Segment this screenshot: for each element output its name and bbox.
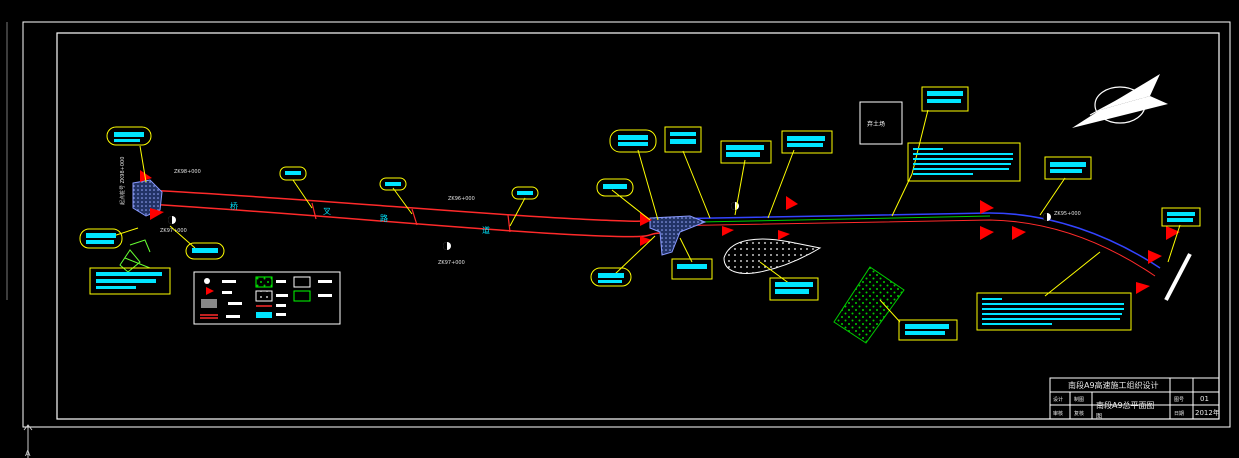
callout-label bbox=[89, 267, 171, 295]
leader-lines bbox=[109, 109, 1181, 323]
title-sheet-no: 01 bbox=[1200, 395, 1209, 403]
flag-icon bbox=[150, 208, 164, 220]
left-vertical-label: 起点桩号 ZK98+000 bbox=[119, 157, 126, 205]
station-label: ZK97+000 bbox=[160, 228, 187, 234]
callout-label bbox=[1044, 156, 1092, 180]
spoil-box-label: 弃土场 bbox=[867, 120, 885, 128]
green-structure bbox=[119, 239, 151, 273]
station-marker-icon bbox=[443, 242, 451, 250]
red-flags bbox=[140, 170, 1180, 294]
flag-icon bbox=[980, 226, 994, 240]
callout-label bbox=[279, 166, 307, 181]
box-callouts bbox=[89, 86, 1201, 341]
callout-label bbox=[769, 277, 819, 301]
road-mark-3: 路 bbox=[380, 213, 388, 223]
callout-label bbox=[79, 228, 123, 249]
callout-label bbox=[781, 130, 833, 154]
callout-label bbox=[664, 126, 702, 153]
flag-icon bbox=[1136, 282, 1150, 294]
junction-hatch bbox=[649, 215, 707, 256]
callout-label bbox=[106, 126, 152, 146]
blue-road bbox=[659, 212, 1161, 277]
title-cell-draw: 制图 bbox=[1074, 396, 1084, 403]
title-project: 南段A9高速施工组织设计 bbox=[1068, 380, 1159, 390]
callout-label bbox=[898, 319, 958, 341]
legend bbox=[193, 271, 341, 325]
flag-icon bbox=[640, 212, 652, 226]
flag-icon bbox=[1166, 226, 1180, 240]
station-label: ZK98+000 bbox=[174, 169, 201, 175]
svg-text:A: A bbox=[25, 449, 31, 458]
flag-icon bbox=[722, 226, 734, 236]
title-date-label: 日期 bbox=[1174, 411, 1184, 417]
note-block-upper bbox=[907, 142, 1021, 182]
station-marker-icon bbox=[168, 216, 176, 224]
flag-icon bbox=[140, 170, 152, 182]
station-markers bbox=[168, 202, 1051, 250]
callout-label bbox=[379, 177, 407, 191]
note-block-lower bbox=[976, 292, 1132, 331]
road-mark-2: 叉 bbox=[323, 207, 331, 216]
road-mark-4: 道 bbox=[482, 225, 490, 235]
north-arrow-icon bbox=[1072, 74, 1168, 128]
station-marker-icon bbox=[731, 202, 739, 210]
end-bar bbox=[1164, 253, 1192, 301]
flag-icon bbox=[640, 236, 652, 246]
station-label: ZK97+000 bbox=[438, 260, 465, 266]
flag-icon bbox=[1012, 226, 1026, 240]
callouts bbox=[79, 126, 657, 287]
start-area-hatch bbox=[132, 179, 163, 217]
callout-label bbox=[720, 140, 772, 164]
flag-icon bbox=[1148, 250, 1162, 264]
callout-label bbox=[511, 186, 539, 200]
title-drawing-tail: 图 bbox=[1096, 413, 1102, 420]
road-mark-1: 桥 bbox=[230, 201, 238, 211]
callout-label bbox=[921, 86, 969, 112]
title-year: 2012年 bbox=[1195, 408, 1220, 417]
callout-label bbox=[671, 258, 713, 280]
title-cell-check: 审核 bbox=[1053, 410, 1063, 417]
ucs-icon: A bbox=[23, 424, 33, 458]
callout-label bbox=[185, 242, 225, 260]
green-hatch-area bbox=[833, 266, 905, 344]
main-road bbox=[145, 189, 661, 238]
station-label: ZK95+000 bbox=[1054, 211, 1081, 217]
title-drawing: 南段A9总平面图 bbox=[1096, 400, 1155, 410]
flag-icon bbox=[980, 200, 994, 214]
flag-icon bbox=[778, 230, 790, 240]
callout-label bbox=[596, 178, 634, 197]
callout-label bbox=[590, 267, 632, 287]
callout-label bbox=[609, 129, 657, 153]
road-dividers bbox=[311, 202, 511, 233]
station-marker-icon bbox=[1043, 213, 1051, 221]
title-block bbox=[1049, 377, 1220, 420]
drawing-frame bbox=[56, 32, 1220, 420]
title-sheet-label: 图号 bbox=[1174, 397, 1184, 403]
station-label: ZK96+000 bbox=[448, 196, 475, 202]
quarry-area bbox=[723, 238, 822, 274]
flag-icon bbox=[786, 196, 798, 210]
title-cell-review: 复核 bbox=[1074, 410, 1084, 417]
spoil-box bbox=[859, 101, 903, 145]
sheet-border bbox=[22, 21, 1231, 428]
title-cell-design: 设计 bbox=[1053, 396, 1063, 403]
callout-label bbox=[1161, 207, 1201, 227]
